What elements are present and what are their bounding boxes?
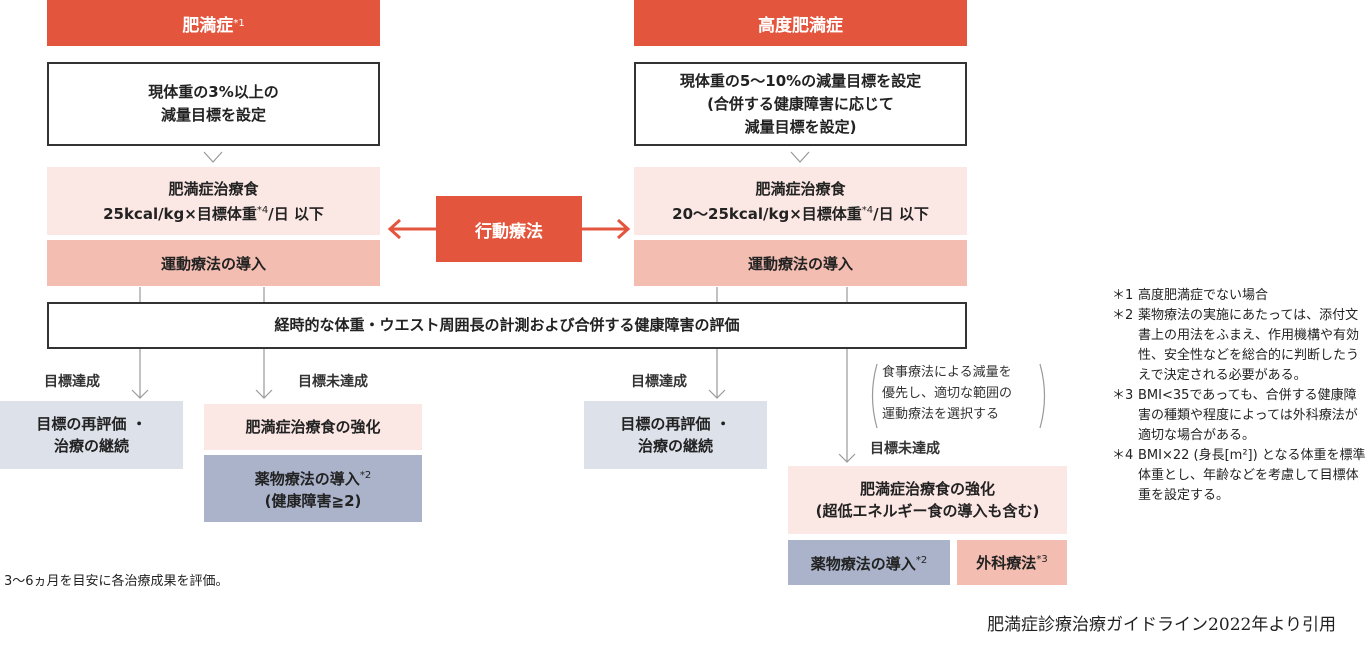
right-surgery-box: 外科療法*3	[957, 540, 1067, 585]
right-exercise-box: 運動療法の導入	[634, 240, 967, 286]
priority-note: 食事療法による減量を 優先し、適切な範囲の 運動療法を選択する	[882, 362, 1012, 425]
left-diet-box: 肥満症治療食 25kcal/kg×目標体重*4/日 以下	[47, 167, 380, 235]
evaluation-label: 経時的な体重・ウエスト周囲長の計測および合併する健康障害の評価	[274, 316, 740, 334]
arrow-left-achieved	[131, 389, 149, 399]
right-diet-box: 肥満症治療食 20～25kcal/kg×目標体重*4/日 以下	[634, 167, 967, 235]
priority-note-line1: 食事療法による減量を	[882, 365, 1012, 380]
left-target-box: 現体重の3%以上の 減量目標を設定	[47, 62, 380, 146]
footnote-1: ＊1 高度肥満症でない場合	[1112, 286, 1368, 306]
left-drug-box: 薬物療法の導入*2 (健康障害≧2)	[204, 455, 422, 522]
left-diet-amount-pre: 25kcal/kg×目標体重	[103, 204, 257, 223]
footnote-3: ＊3 BMI<35であっても、合併する健康障害の種類や程度によっては外科療法が適…	[1112, 386, 1368, 446]
footnote-2-mark: ＊2	[1112, 308, 1134, 323]
right-diet-strengthen-box: 肥満症治療食の強化 (超低エネルギー食の導入も含む)	[788, 466, 1067, 534]
footnote-4: ＊4 BMI×22 (身長[m²]) となる体重を標準体重とし、年齢などを考慮し…	[1112, 446, 1368, 506]
left-drug-mark: *2	[359, 470, 372, 481]
right-surgery-mark: *3	[1036, 554, 1048, 565]
behavior-arrow-left-head	[387, 218, 402, 240]
left-diet-title: 肥満症治療食	[168, 179, 259, 198]
citation: 肥満症診療治療ガイドライン2022年より引用	[987, 615, 1336, 635]
right-exercise-label: 運動療法の導入	[747, 254, 853, 273]
right-diet-strengthen-line2: (超低エネルギー食の導入も含む)	[815, 502, 1040, 520]
arrow-right-not-achieved	[838, 453, 856, 463]
right-surgery-label: 外科療法	[976, 554, 1037, 572]
note-bracket-right	[1039, 363, 1046, 429]
priority-note-line2: 優先し、適切な範囲の	[882, 386, 1013, 401]
right-surgery-wrap: 外科療法*3	[976, 552, 1047, 573]
period-note: 3～6ヵ月を目安に各治療成果を評価。	[4, 574, 229, 589]
left-diet-amount-post: /日 以下	[268, 204, 324, 223]
footnote-3-text: BMI<35であっても、合併する健康障害の種類や程度によっては外科療法が適切な場…	[1138, 388, 1358, 443]
right-diet-amount: 20～25kcal/kg×目標体重*4/日 以下	[672, 200, 929, 225]
footnote-4-mark: ＊4	[1112, 448, 1134, 463]
priority-note-line3: 運動療法を選択する	[882, 407, 1000, 422]
right-diet-amount-post: /日 以下	[873, 204, 929, 223]
footnotes: ＊1 高度肥満症でない場合 ＊2 薬物療法の実施にあたっては、添付文書上の用法を…	[1112, 286, 1368, 506]
left-exercise-label: 運動療法の導入	[160, 254, 266, 273]
left-diet-strengthen-box: 肥満症治療食の強化	[204, 404, 422, 450]
left-header: 肥満症*1	[47, 0, 380, 46]
right-header: 高度肥満症	[634, 0, 967, 46]
footnote-3-mark: ＊3	[1112, 388, 1134, 403]
left-not-achieved-tag: 目標未達成	[298, 374, 368, 390]
left-exercise-box: 運動療法の導入	[47, 240, 380, 286]
right-drug-label: 薬物療法の導入	[810, 555, 916, 573]
right-diet-amount-pre: 20～25kcal/kg×目標体重	[672, 204, 862, 223]
footnote-1-mark: ＊1	[1112, 288, 1134, 303]
right-reeval-line2: 治療の継続	[637, 437, 713, 455]
right-diet-amount-mark: *4	[861, 204, 874, 216]
right-drug-box: 薬物療法の導入*2	[788, 540, 950, 585]
behavior-arrow-right-head	[616, 218, 631, 240]
left-drug-line2: (健康障害≧2)	[264, 492, 362, 510]
footnote-2: ＊2 薬物療法の実施にあたっては、添付文書上の用法をふまえ、作用機構や有効性、安…	[1112, 306, 1368, 386]
left-target-line2: 減量目標を設定	[160, 106, 266, 124]
arrow-left-not-achieved	[255, 389, 273, 399]
right-target-line1: 現体重の5～10%の減量目標を設定	[679, 71, 922, 90]
right-header-label: 高度肥満症	[758, 15, 843, 36]
left-header-mark: *1	[233, 17, 245, 29]
left-diet-amount: 25kcal/kg×目標体重*4/日 以下	[103, 200, 324, 225]
footnote-2-text: 薬物療法の実施にあたっては、添付文書上の用法をふまえ、作用機構や有効性、安全性な…	[1138, 308, 1360, 383]
behavior-therapy-box: 行動療法	[436, 196, 582, 262]
right-achieved-tag: 目標達成	[631, 374, 687, 390]
left-drug-line1: 薬物療法の導入	[254, 470, 360, 488]
right-target-box: 現体重の5～10%の減量目標を設定 (合併する健康障害に応じて 減量目標を設定)	[634, 62, 967, 146]
left-reeval-line1: 目標の再評価 ・	[36, 415, 147, 433]
right-drug-mark: *2	[915, 555, 928, 566]
right-drug-wrap: 薬物療法の導入*2	[811, 550, 927, 575]
right-target-line3: 減量目標を設定)	[744, 117, 857, 136]
arrow-right-target-diet	[790, 151, 810, 163]
right-not-achieved-tag: 目標未達成	[870, 441, 940, 457]
left-reeval-line2: 治療の継続	[53, 437, 129, 455]
left-reeval-box: 目標の再評価 ・ 治療の継続	[0, 401, 183, 469]
arrow-left-target-diet	[203, 151, 223, 163]
note-bracket-left	[871, 363, 878, 429]
evaluation-box: 経時的な体重・ウエスト周囲長の計測および合併する健康障害の評価	[47, 302, 967, 349]
left-achieved-tag: 目標達成	[44, 374, 100, 390]
arrow-right-achieved	[708, 389, 726, 399]
left-drug-line1-wrap: 薬物療法の導入*2	[255, 465, 371, 490]
right-diet-title: 肥満症治療食	[755, 179, 846, 198]
right-diet-strengthen-line1: 肥満症治療食の強化	[859, 480, 995, 498]
right-target-line2: (合併する健康障害に応じて	[707, 94, 894, 113]
left-diet-amount-mark: *4	[256, 204, 269, 216]
left-diet-strengthen-label: 肥満症治療食の強化	[245, 418, 381, 436]
footnote-1-text: 高度肥満症でない場合	[1138, 288, 1269, 303]
right-reeval-line1: 目標の再評価 ・	[620, 415, 731, 433]
behavior-therapy-label: 行動療法	[475, 221, 543, 242]
left-target-line1: 現体重の3%以上の	[148, 83, 279, 101]
right-reeval-box: 目標の再評価 ・ 治療の継続	[584, 401, 767, 469]
left-header-label: 肥満症	[182, 15, 234, 36]
footnote-4-text: BMI×22 (身長[m²]) となる体重を標準体重とし、年齢などを考慮して目標…	[1138, 448, 1366, 503]
